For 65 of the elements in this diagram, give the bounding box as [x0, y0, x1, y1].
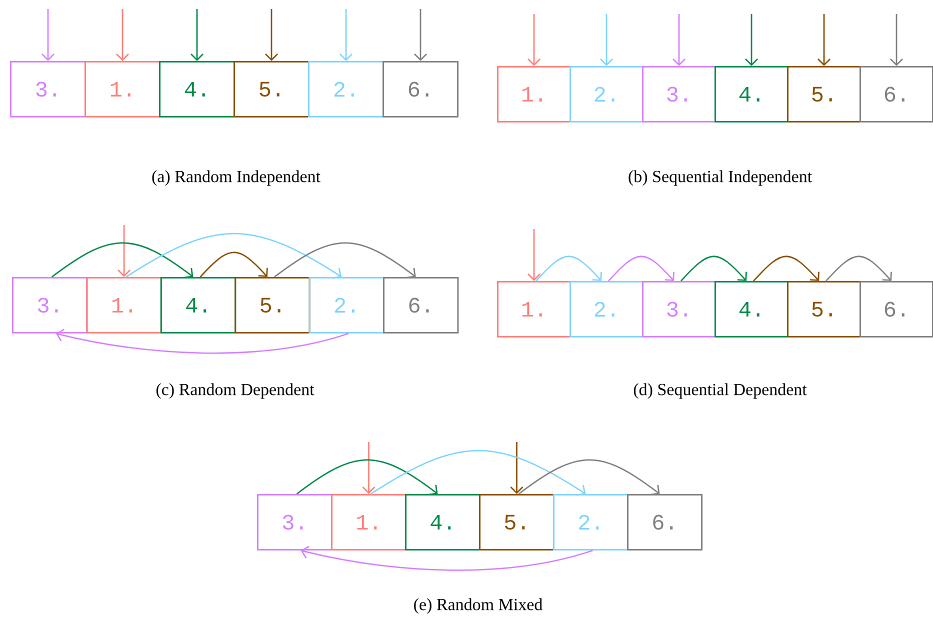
arrow: [126, 232, 342, 279]
arrow: [362, 442, 376, 494]
numbered-box: 4.: [714, 281, 789, 338]
arrow: [300, 546, 593, 571]
numbered-box: 4.: [714, 66, 789, 122]
arrow: [200, 252, 268, 278]
arrow: [56, 328, 349, 354]
arrow: [528, 14, 540, 66]
numbered-box: 6.: [383, 277, 459, 334]
caption: (a) Random Independent: [152, 170, 320, 186]
caption: (d) Sequential Dependent: [634, 383, 807, 399]
arrow: [536, 256, 602, 282]
arrow: [116, 9, 129, 61]
numbered-box: 2.: [308, 277, 384, 334]
arrow: [745, 14, 758, 66]
numbered-box: 1.: [497, 281, 571, 338]
arrow: [672, 14, 686, 66]
numbered-box: 3.: [257, 494, 332, 550]
arrow: [818, 14, 830, 66]
arrow: [51, 242, 194, 278]
arrow: [680, 256, 747, 282]
arrow: [274, 242, 416, 278]
numbered-box: 1.: [84, 61, 160, 118]
numbered-box: 1.: [331, 494, 406, 550]
numbered-box: 1.: [86, 277, 162, 334]
numbered-box: 5.: [787, 66, 862, 122]
arrow: [608, 256, 674, 282]
numbered-box: 5.: [479, 494, 554, 550]
numbered-box: 1.: [497, 66, 571, 122]
numbered-box: 3.: [12, 277, 88, 334]
arrow: [890, 14, 903, 66]
numbered-box: 6.: [860, 66, 933, 122]
arrow: [600, 14, 613, 66]
numbered-box: 5.: [234, 61, 310, 118]
numbered-box: 3.: [642, 66, 716, 122]
numbered-box: 2.: [570, 66, 644, 122]
arrow: [370, 450, 586, 496]
numbered-box: 6.: [860, 281, 933, 338]
arrow: [528, 229, 540, 281]
arrow: [190, 9, 204, 61]
arrow: [296, 459, 438, 496]
numbered-box: 2.: [308, 61, 384, 118]
caption: (e) Random Mixed: [414, 598, 542, 614]
arrow: [42, 9, 54, 61]
arrow: [118, 225, 131, 277]
arrow: [826, 256, 892, 282]
arrow: [414, 9, 427, 61]
numbered-box: 2.: [570, 281, 644, 338]
numbered-box: 5.: [234, 277, 310, 334]
numbered-box: 3.: [10, 61, 86, 118]
arrow: [510, 442, 524, 494]
numbered-box: 2.: [553, 494, 628, 550]
arrow: [265, 9, 278, 61]
caption: (b) Sequential Independent: [628, 170, 812, 186]
arrow: [340, 9, 352, 61]
numbered-box: 5.: [787, 281, 862, 338]
arrow: [753, 256, 820, 282]
numbered-box: 4.: [159, 61, 235, 118]
arrow: [518, 459, 660, 496]
numbered-box: 6.: [627, 494, 702, 550]
numbered-box: 6.: [382, 61, 458, 118]
numbered-box: 4.: [160, 277, 236, 334]
numbered-box: 4.: [405, 494, 480, 550]
numbered-box: 3.: [642, 281, 716, 338]
caption: (c) Random Dependent: [156, 383, 314, 399]
